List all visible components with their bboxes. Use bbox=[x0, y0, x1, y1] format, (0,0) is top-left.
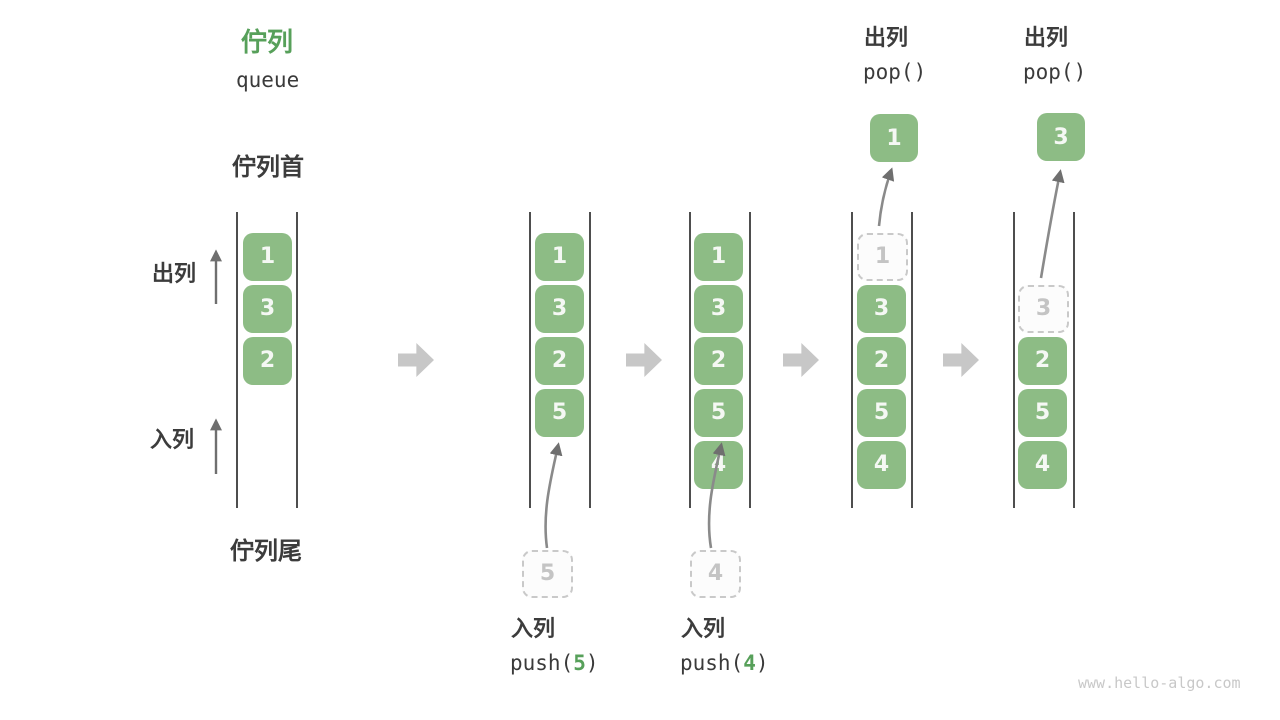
enqueue-action-label: 入列 bbox=[681, 617, 726, 642]
stage-transition-arrow-icon bbox=[626, 343, 662, 377]
queue-cell: 2 bbox=[1018, 337, 1067, 385]
queue-cell: 1 bbox=[535, 233, 584, 281]
dequeue-action-label: 出列 bbox=[1024, 26, 1069, 51]
enqueue-action-code: push(4) bbox=[680, 651, 769, 675]
dequeue-action-code: pop() bbox=[1023, 60, 1087, 84]
pop-arrow-icon bbox=[877, 167, 895, 227]
queue-cell: 3 bbox=[694, 285, 743, 333]
queue-wall-left bbox=[851, 212, 853, 508]
dequeue-direction-label: 出列 bbox=[152, 262, 197, 287]
queue-cell: 5 bbox=[1018, 389, 1067, 437]
push-argument: 4 bbox=[743, 651, 756, 675]
queue-cell: 5 bbox=[857, 389, 906, 437]
incoming-element: 4 bbox=[690, 550, 741, 598]
watermark: www.hello-algo.com bbox=[1078, 674, 1241, 692]
queue-cell: 5 bbox=[694, 389, 743, 437]
push-arrow-icon bbox=[544, 442, 563, 549]
queue-rear-label: 佇列尾 bbox=[230, 537, 302, 565]
stage-transition-arrow-icon bbox=[398, 343, 434, 377]
queue-cell: 1 bbox=[243, 233, 292, 281]
stage-transition-arrow-icon bbox=[783, 343, 819, 377]
dequeue-action-label: 出列 bbox=[864, 26, 909, 51]
queue-cell: 3 bbox=[535, 285, 584, 333]
queue-wall-left bbox=[529, 212, 531, 508]
queue-cell: 4 bbox=[857, 441, 906, 489]
queue-wall-right bbox=[296, 212, 298, 508]
popped-element: 3 bbox=[1037, 113, 1085, 161]
queue-front-label: 佇列首 bbox=[232, 153, 304, 181]
enqueue-action-code: push(5) bbox=[510, 651, 599, 675]
page-subtitle: queue bbox=[236, 68, 300, 92]
queue-cell: 4 bbox=[1018, 441, 1067, 489]
queue-cell: 2 bbox=[857, 337, 906, 385]
queue-wall-left bbox=[1013, 212, 1015, 508]
queue-cell: 2 bbox=[694, 337, 743, 385]
queue-cell: 5 bbox=[535, 389, 584, 437]
queue-cell-popped: 1 bbox=[857, 233, 908, 281]
queue-wall-left bbox=[689, 212, 691, 508]
queue-wall-right bbox=[1073, 212, 1075, 508]
incoming-element: 5 bbox=[522, 550, 573, 598]
queue-cell: 1 bbox=[694, 233, 743, 281]
pop-arrow-icon bbox=[1039, 169, 1065, 279]
queue-cell-popped: 3 bbox=[1018, 285, 1069, 333]
queue-cell: 4 bbox=[694, 441, 743, 489]
stage-transition-arrow-icon bbox=[943, 343, 979, 377]
queue-wall-right bbox=[749, 212, 751, 508]
push-argument: 5 bbox=[573, 651, 586, 675]
queue-wall-right bbox=[589, 212, 591, 508]
queue-cell: 3 bbox=[857, 285, 906, 333]
queue-wall-left bbox=[236, 212, 238, 508]
queue-cell: 3 bbox=[243, 285, 292, 333]
page-title: 佇列 bbox=[241, 28, 294, 58]
queue-cell: 2 bbox=[535, 337, 584, 385]
queue-wall-right bbox=[911, 212, 913, 508]
enqueue-direction-label: 入列 bbox=[150, 428, 195, 453]
popped-element: 1 bbox=[870, 114, 918, 162]
dequeue-action-code: pop() bbox=[863, 60, 927, 84]
queue-cell: 2 bbox=[243, 337, 292, 385]
enqueue-action-label: 入列 bbox=[511, 617, 556, 642]
